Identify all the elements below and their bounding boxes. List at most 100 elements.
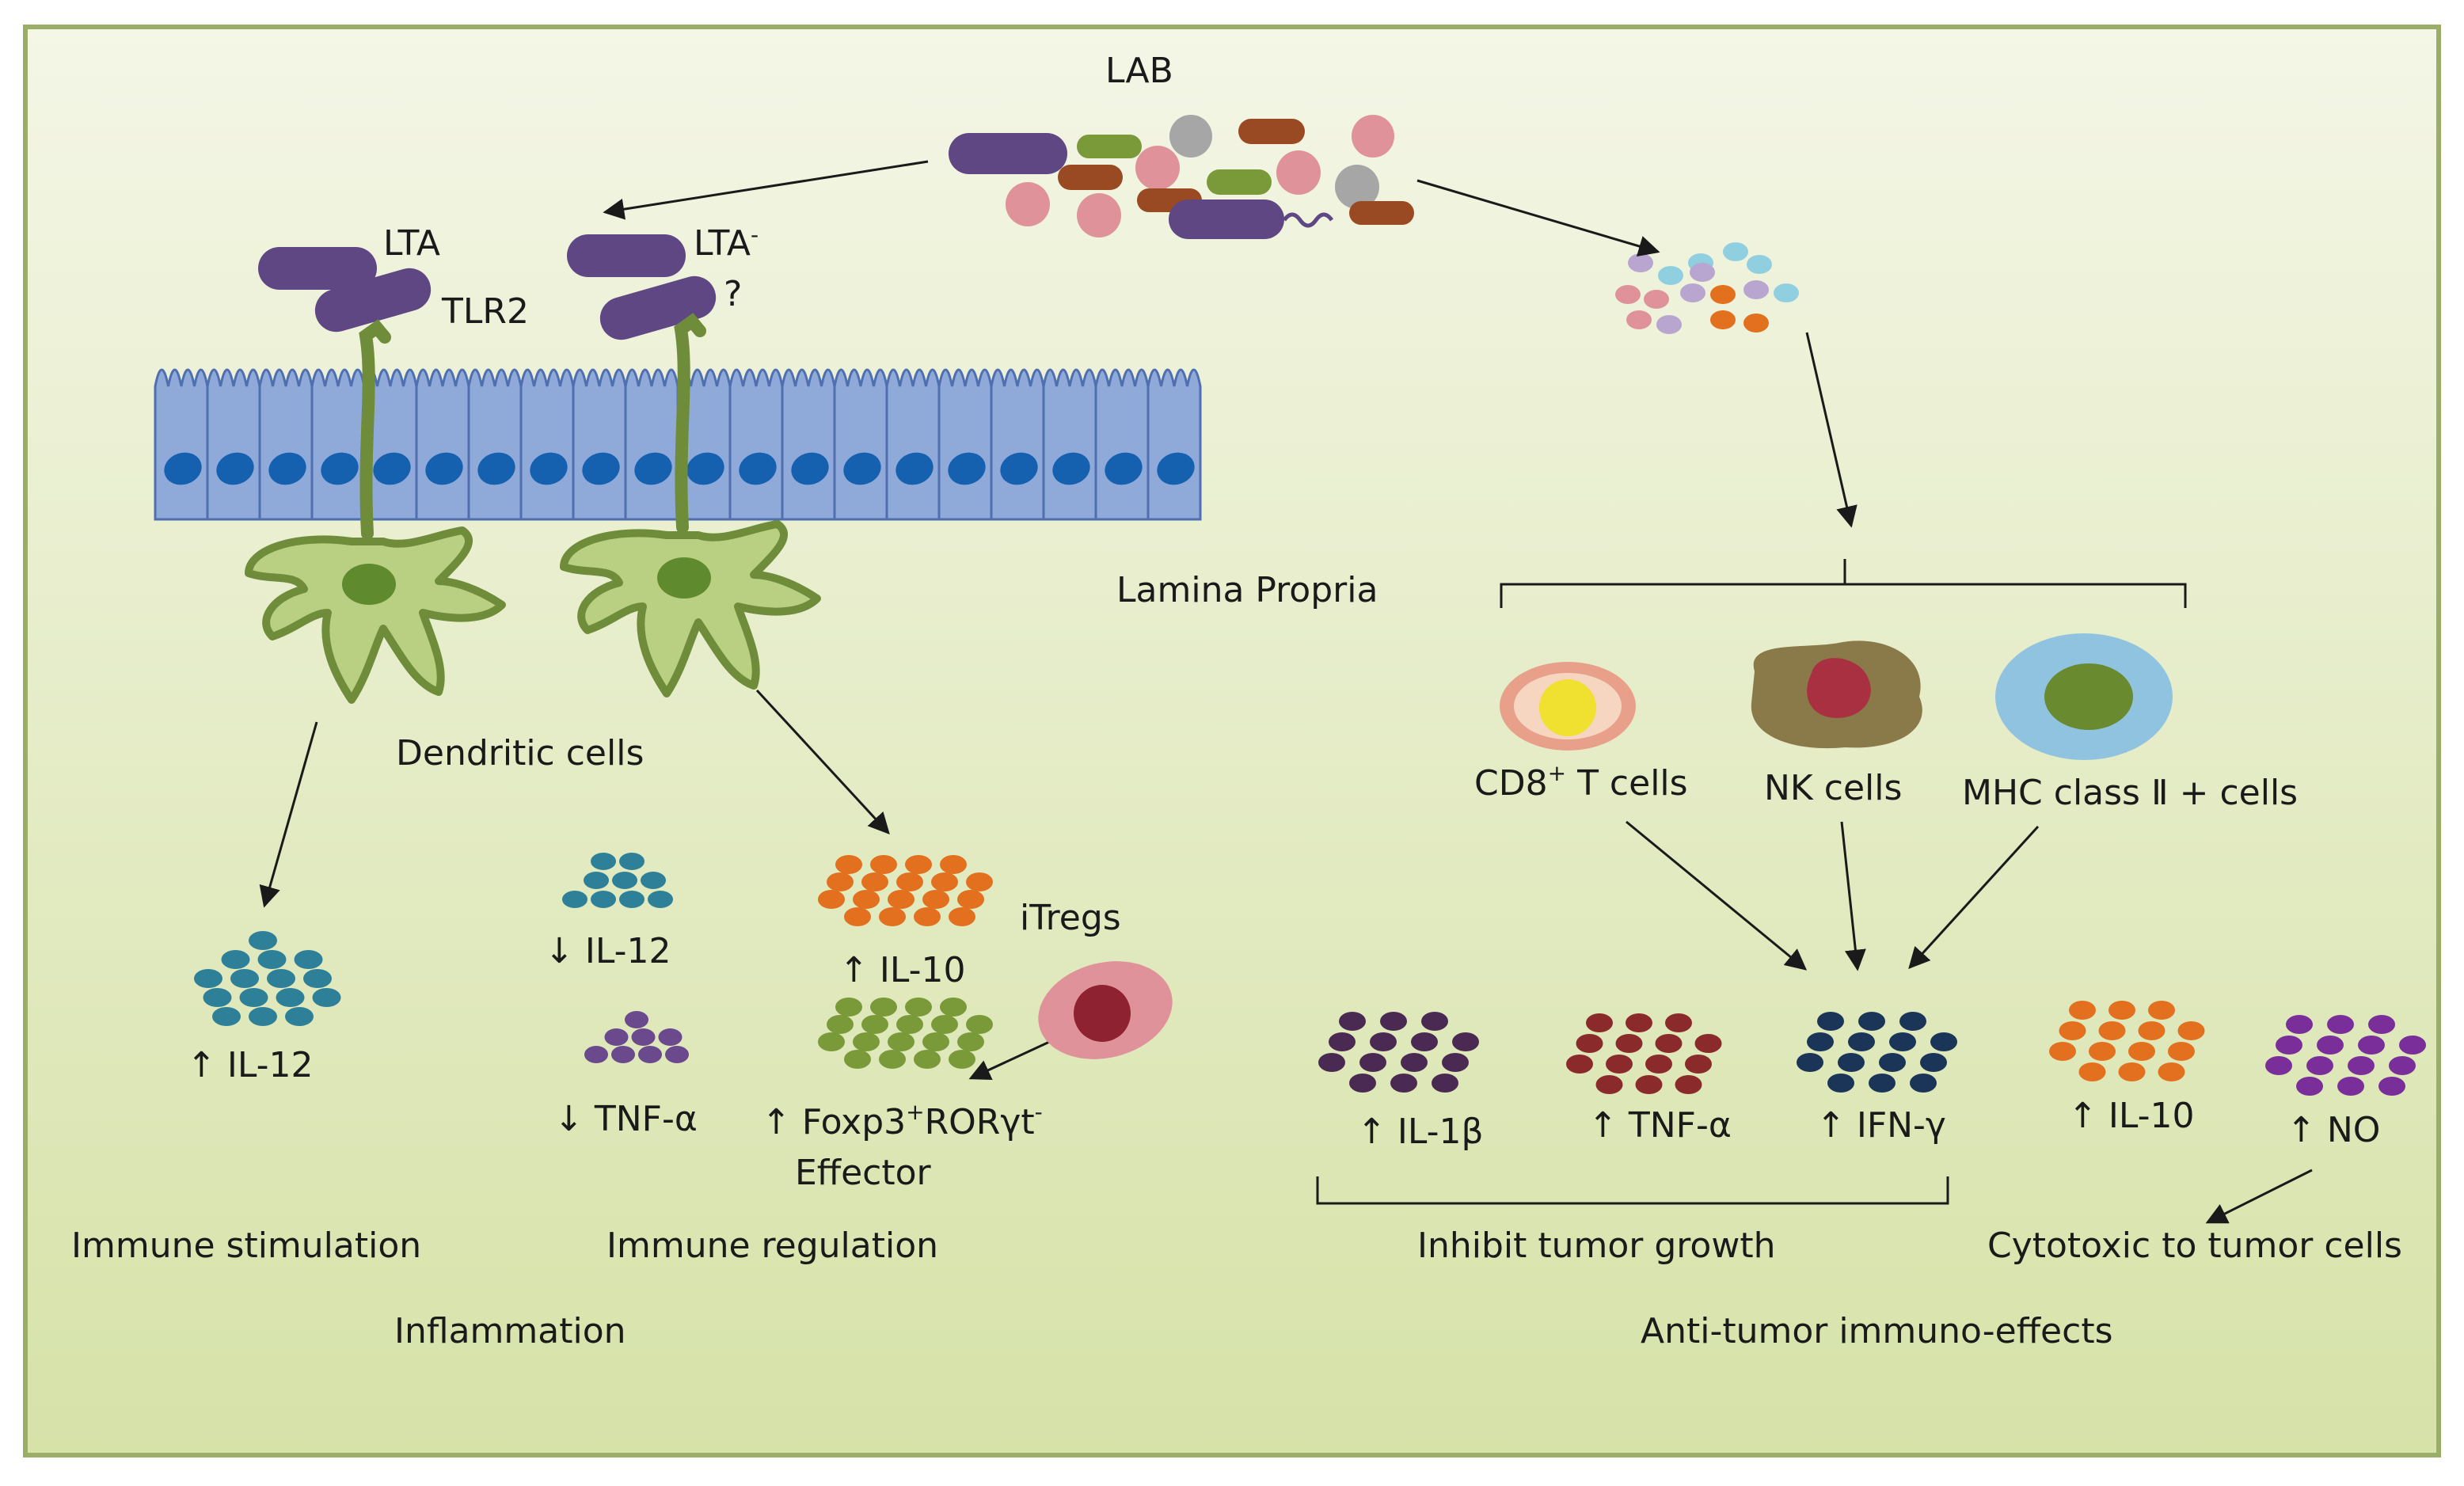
epithelial-nucleus (268, 452, 306, 485)
il10-up-right-dot (2098, 1021, 2126, 1040)
antigen-particle (1628, 253, 1653, 272)
il12-down-dot (648, 891, 673, 908)
ifng-up-dot (1817, 1012, 1844, 1031)
il1b-up-dot (1442, 1053, 1469, 1072)
tnf-up-dot (1655, 1034, 1683, 1053)
bacterium-rod (1058, 165, 1123, 190)
antigen-particle (1626, 310, 1652, 329)
il10-up-right-dot (2148, 1001, 2175, 1020)
dendritic-nucleus (342, 564, 396, 605)
tnf-down-dot (638, 1046, 662, 1063)
antigen-particle (1690, 263, 1715, 282)
bacterium-coccus (1276, 150, 1321, 195)
foxp3-effector-dot (896, 1015, 923, 1034)
tnf-up-dot (1586, 1013, 1613, 1032)
tlr2-label: TLR2 (441, 291, 529, 332)
arrows (259, 160, 2313, 1224)
il10-up-right-dot (2158, 1062, 2185, 1081)
ifng-up-dot (1889, 1032, 1916, 1051)
il12-down-dot (619, 853, 645, 870)
bacterium-rod (1238, 119, 1305, 144)
epithelial-nucleus (948, 452, 986, 485)
epithelial-nucleus (895, 452, 934, 485)
cytokine-clusters (194, 853, 2426, 1096)
bacterium-coccus (1352, 115, 1394, 158)
foxp3-effector-dot (922, 1032, 949, 1051)
epithelial-nucleus (477, 452, 515, 485)
no-up-dot (2286, 1015, 2313, 1034)
foxp3-effector-dot (931, 1015, 958, 1034)
ifng-up-dot (1930, 1032, 1957, 1051)
bacterium-rod (1207, 169, 1272, 195)
il10-up-right-dot (2069, 1001, 2096, 1020)
il10-up-dot (966, 872, 993, 891)
il10-up-right-dot (2089, 1042, 2116, 1061)
foxp3-effector-dot (818, 1032, 845, 1051)
il10-up-right-dot (2177, 1021, 2205, 1040)
nk-cells-label: NK cells (1764, 768, 1902, 808)
epithelial-cell (154, 368, 209, 521)
tnf-up-dot (1626, 1013, 1652, 1032)
il1b-up-dot (1339, 1012, 1366, 1031)
il1b-up-dot (1421, 1012, 1448, 1031)
il10-up-dot (835, 855, 862, 874)
cd8-suffix: T cells (1566, 763, 1687, 804)
arrow-no-to-cytotoxic (2205, 1169, 2313, 1224)
epithelial-cell (937, 368, 993, 521)
tnf-up-dot (1606, 1055, 1633, 1074)
epithelial-cell (519, 368, 575, 521)
mhc-nucleus (2044, 663, 2133, 730)
epithelial-cell (990, 368, 1045, 521)
il10-up-dot (818, 890, 845, 909)
foxp3-effector-dot (844, 1050, 871, 1069)
il10-up-dot (870, 855, 897, 874)
epithelial-cell (310, 368, 366, 521)
epithelial-cell (415, 368, 470, 521)
antigen-particle (1710, 310, 1736, 329)
itreg-nucleus (1074, 985, 1131, 1042)
tnf-up-dot (1595, 1075, 1623, 1094)
epithelial-nucleus (164, 452, 202, 485)
ifng-up-dot (1848, 1032, 1875, 1051)
no-up-dot (2327, 1015, 2354, 1034)
tnf-down-dot (584, 1046, 608, 1063)
nk-nucleus (1807, 658, 1871, 718)
epithelial-cell (467, 368, 523, 521)
antigen-particle (1644, 290, 1669, 309)
il12-down-dot (619, 891, 645, 908)
anti-tumor-label: Anti-tumor immuno-effects (1641, 1311, 2113, 1351)
tlr2-rod (314, 268, 432, 333)
ifng-up-dot (1807, 1032, 1834, 1051)
foxp3-sup2: - (1035, 1099, 1043, 1125)
arrow-dc-to-il10 (755, 689, 890, 834)
no-up-dot (2399, 1036, 2426, 1055)
antigen-particle (1615, 285, 1641, 304)
epithelial-nucleus (739, 452, 777, 485)
epithelial-nucleus (1000, 452, 1038, 485)
epithelial-cell (624, 368, 679, 521)
il10-up-right-dot (2168, 1042, 2195, 1061)
il10-up-dot (861, 872, 888, 891)
ifng-up-dot (1797, 1053, 1823, 1072)
antigen-particle (1723, 242, 1748, 261)
epithelial-nucleus (373, 452, 411, 485)
inhibit-tumor-label: Inhibit tumor growth (1417, 1226, 1775, 1266)
epithelial-cell (258, 368, 314, 521)
dendritic-cells-label: Dendritic cells (396, 733, 644, 773)
il1b-up-dot (1390, 1074, 1417, 1093)
il10-up-right-dot (2108, 1001, 2135, 1020)
foxp3-label: ↑ Foxp3+RORγt- (762, 1099, 1043, 1142)
antigen-particle (1743, 280, 1769, 299)
unknown-receptor-label: ? (724, 274, 742, 314)
intestinal-epithelium (154, 368, 1202, 521)
no-up-dot (2296, 1077, 2323, 1096)
il10-up-right-dot (2138, 1021, 2166, 1040)
mhc-cell (1995, 633, 2173, 760)
epithelial-nucleus (843, 452, 881, 485)
il10-up-dot (922, 890, 949, 909)
arrow-nk-to-cytokines (1840, 821, 1866, 971)
ifng-up-dot (1827, 1074, 1854, 1093)
cd8-sup: + (1548, 760, 1566, 786)
il12-down-dot (641, 872, 666, 889)
